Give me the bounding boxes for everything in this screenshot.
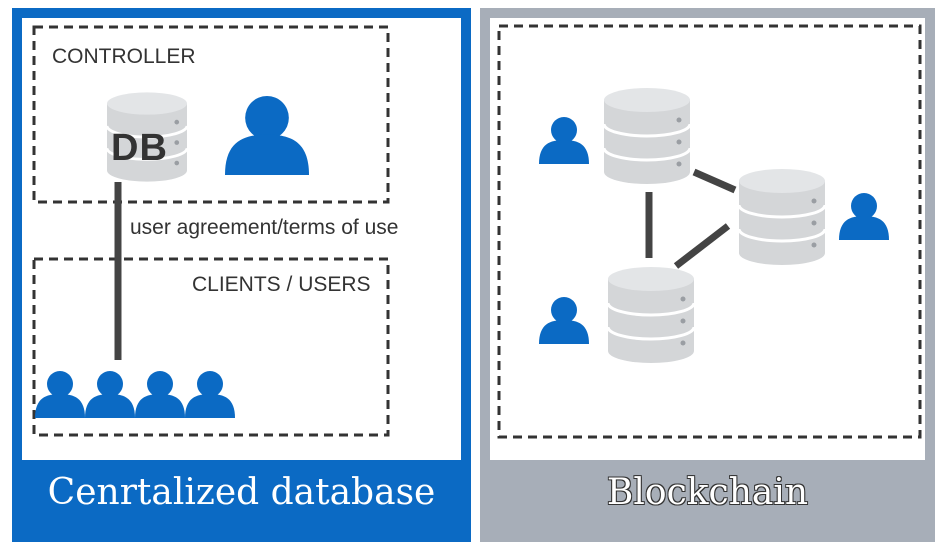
node-database-icon bbox=[737, 167, 827, 267]
node-database-icon bbox=[606, 265, 696, 365]
blockchain-caption: Blockchain bbox=[606, 472, 809, 513]
client-user-icon bbox=[135, 371, 185, 418]
client-user-icon bbox=[85, 371, 135, 418]
client-user-icon bbox=[185, 371, 235, 418]
node-database-icon bbox=[602, 86, 692, 186]
blockchain-network-box bbox=[497, 24, 922, 439]
db-label: DB bbox=[111, 127, 168, 169]
node-link bbox=[673, 223, 731, 269]
clients-box bbox=[32, 257, 390, 437]
node-link bbox=[692, 168, 737, 194]
agreement-label: user agreement/terms of use bbox=[130, 216, 399, 239]
centralized-database-panel: Cenrtalized database bbox=[12, 8, 471, 542]
node-user-icon bbox=[539, 117, 589, 164]
node-user-icon bbox=[839, 193, 889, 240]
controller-box bbox=[32, 25, 390, 204]
client-user-icon bbox=[35, 371, 85, 418]
controller-label: CONTROLLER bbox=[52, 45, 196, 68]
centralized-caption: Cenrtalized database bbox=[47, 472, 436, 513]
controller-user-icon bbox=[225, 96, 309, 175]
node-user-icon bbox=[539, 297, 589, 344]
clients-label: CLIENTS / USERS bbox=[192, 273, 371, 296]
